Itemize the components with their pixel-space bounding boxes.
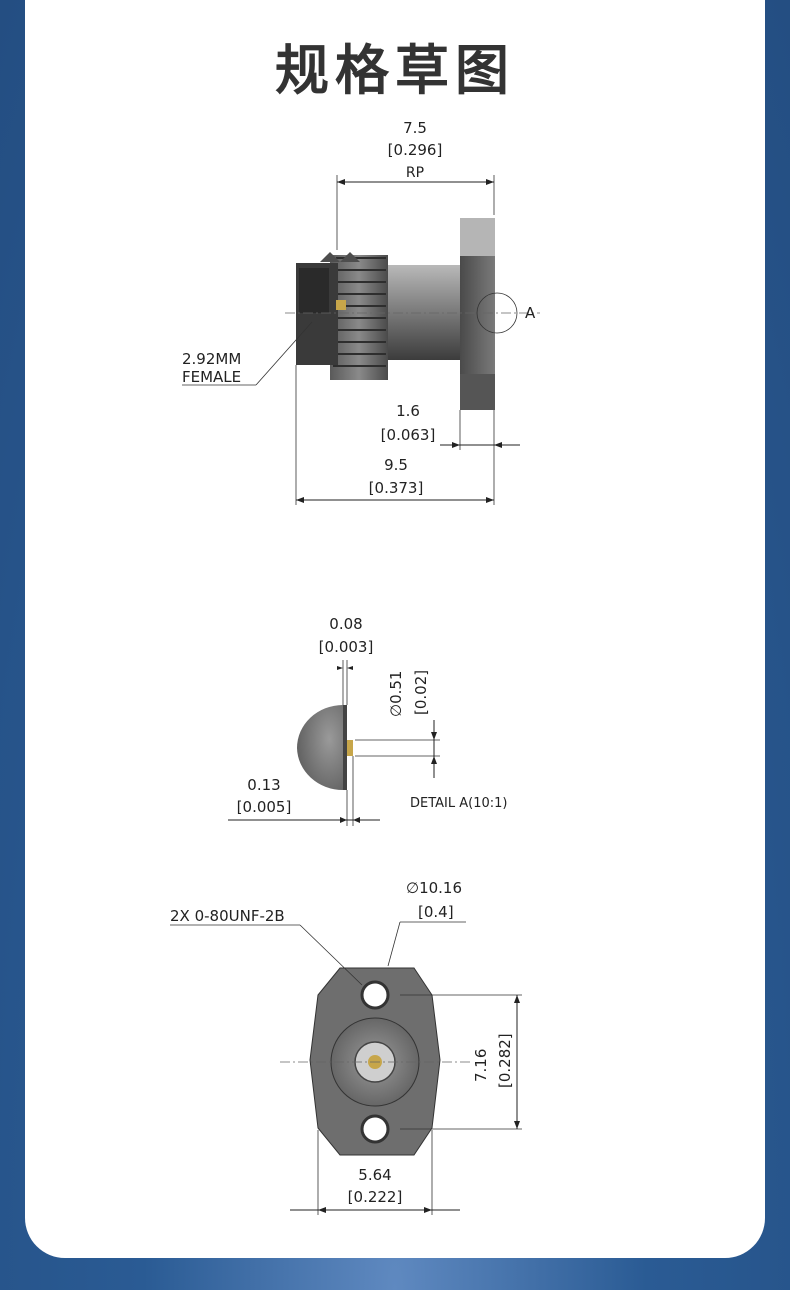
page-title: 规格草图 — [275, 39, 515, 102]
length-dim-in: [0.373] — [369, 479, 424, 497]
rp-dim-mm: 7.5 — [403, 119, 427, 137]
pin-dia-dim-in: [0.02] — [412, 670, 430, 715]
detail-marker-a: A — [525, 304, 536, 322]
rp-dim-in: [0.296] — [388, 141, 443, 159]
width-dim-mm: 5.64 — [358, 1166, 391, 1184]
dia-dim-mm: ∅10.16 — [406, 879, 462, 897]
front-view: 2X 0-80UNF-2B ∅10.16 [0.4] 7.16 [0.282] … — [170, 879, 522, 1215]
offset-dim-in: [0.005] — [237, 798, 292, 816]
mount-hole-bottom — [360, 1114, 390, 1144]
mount-hole-top — [360, 980, 390, 1010]
detail-circle-a — [476, 292, 518, 334]
detail-view: 0.08 [0.003] ∅0.51 [0.02] 0.13 [0.005] D… — [228, 615, 508, 826]
length-dim-mm: 9.5 — [384, 456, 408, 474]
center-pin — [347, 740, 353, 756]
flange-dim-mm: 1.6 — [396, 402, 420, 420]
height-dim-mm: 7.16 — [472, 1049, 490, 1082]
gap-dim-mm: 0.08 — [329, 615, 362, 633]
gap-dim-in: [0.003] — [319, 638, 374, 656]
side-view: A 7.5 [0.296] RP 2.92MM FEMALE 1.6 [0.06… — [182, 119, 540, 505]
rp-label: RP — [406, 165, 424, 181]
thread-spec-label: 2X 0-80UNF-2B — [170, 907, 285, 925]
offset-dim-mm: 0.13 — [247, 776, 280, 794]
connector-type-label-1: 2.92MM — [182, 350, 241, 368]
detail-caption: DETAIL A(10:1) — [410, 796, 508, 811]
connector-body — [385, 265, 465, 360]
dia-dim-in: [0.4] — [418, 903, 454, 921]
pin-dia-dim-mm: ∅0.51 — [387, 671, 405, 717]
flange — [460, 218, 495, 410]
width-dim-in: [0.222] — [348, 1188, 403, 1206]
height-dim-in: [0.282] — [496, 1033, 514, 1088]
connector-thread — [320, 252, 388, 380]
connector-type-label-2: FEMALE — [182, 368, 241, 386]
flange-dim-in: [0.063] — [381, 426, 436, 444]
